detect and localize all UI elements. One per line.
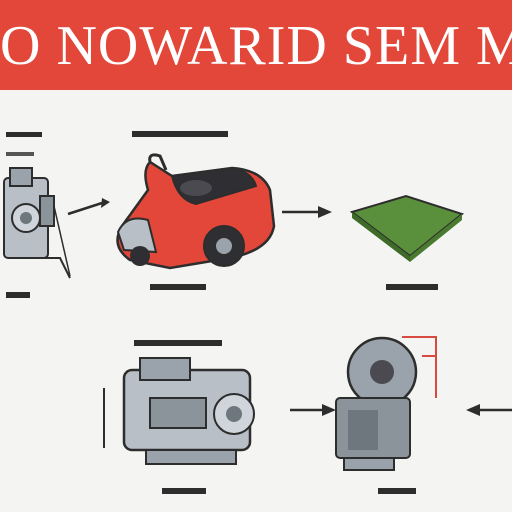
label-bottom-left (134, 340, 222, 346)
engine-bottom-right-icon (335, 336, 437, 471)
arrow-4 (466, 404, 512, 416)
grass-patch-icon (349, 194, 465, 262)
banner-background (0, 0, 512, 90)
label-top-middle (132, 131, 228, 137)
engine-top-left-icon (3, 167, 71, 279)
arrow-3 (290, 404, 336, 416)
arrow-2 (282, 206, 332, 218)
banner-title: O NOWARID SEM MAI (0, 15, 512, 77)
label-top-left (6, 132, 42, 156)
arrow-1 (67, 198, 110, 216)
lawn-mower-icon (116, 153, 276, 270)
label-bottom-right-engine (378, 488, 416, 494)
label-mower (150, 284, 206, 290)
engine-bottom-left-icon (103, 357, 255, 465)
label-top-left-bottom (6, 292, 30, 298)
title-banner: O NOWARID SEM MAI (0, 0, 512, 90)
diagram-canvas (3, 131, 512, 494)
label-grass (386, 284, 438, 290)
label-bottom-left-engine (162, 488, 206, 494)
